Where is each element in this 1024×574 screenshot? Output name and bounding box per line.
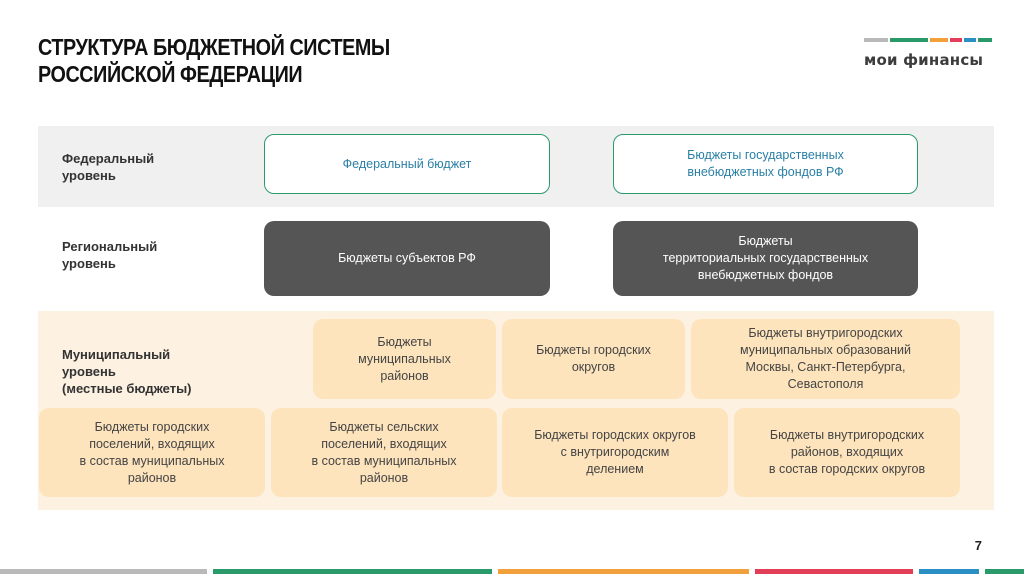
state-funds-box: Бюджеты государственных внебюджетных фон… [613,134,918,194]
federal-budget-box: Федеральный бюджет [264,134,550,194]
regional-level-line2: уровень [62,256,116,271]
logo: мои финансы [864,38,992,69]
logo-stripe-orange [930,38,948,42]
footer-stripe-green [213,569,492,574]
box-line: Бюджеты городских [536,343,651,357]
logo-stripe-green2 [978,38,992,42]
intracity-districts-box: Бюджеты внутригородских районов, входящи… [734,408,960,497]
box-line: округов [571,360,616,374]
box-line: Бюджеты городских [94,419,210,434]
logo-stripe-green [890,38,928,42]
box-line: Бюджеты [377,334,432,349]
logo-stripe-grey [864,38,888,42]
box-line: внебюджетных фондов [697,268,834,282]
box-line: поселений, входящих [321,436,447,451]
box-line: Бюджеты внутригородских [769,428,925,442]
subject-budgets-box: Бюджеты субъектов РФ [264,221,550,296]
box-line: Бюджеты сельских [329,419,439,434]
municipal-level-line1: Муниципальный [62,347,171,362]
page-title-line1: СТРУКТУРА БЮДЖЕТНОЙ СИСТЕМЫ [38,34,390,60]
box-line: Бюджеты городских округов [534,428,696,442]
box-line: поселений, входящих [89,436,215,451]
footer-stripe-orange [497,569,750,574]
box-line: районов, входящих [790,445,904,459]
box-line: Бюджеты субъектов РФ [338,251,476,265]
box-line: муниципальных образований [740,343,911,357]
footer-stripe-green2 [984,569,1024,574]
box-line: Бюджеты внутригородских [748,326,903,340]
page-title: СТРУКТУРА БЮДЖЕТНОЙ СИСТЕМЫ РОССИЙСКОЙ Ф… [38,34,399,88]
municipal-districts-box: Бюджеты муниципальных районов [313,319,496,399]
box-line: Москвы, Санкт-Петербурга, [745,360,906,374]
box-line: в состав городских округов [768,462,926,476]
box-line: с внутригородским [560,445,670,459]
box-line: в состав муниципальных [311,453,457,468]
logo-stripe-red [950,38,962,42]
federal-level-line2: уровень [62,168,116,183]
municipal-level-label: Муниципальный уровень (местные бюджеты) [62,346,192,397]
urban-districts-divided-box: Бюджеты городских округов с внутригородс… [502,408,728,497]
box-line: территориальных государственных [662,251,869,265]
regional-level-line1: Региональный [62,239,158,254]
box-line: муниципальных [358,351,451,366]
logo-stripe-blue [964,38,976,42]
box-line: внебюджетных фондов РФ [687,165,844,179]
regional-level-label: Региональный уровень [62,238,157,272]
box-line: районов [127,470,177,485]
box-line: делением [586,462,644,476]
footer-stripe-grey [0,569,208,574]
page-number: 7 [974,538,982,553]
box-line: Бюджеты государственных [687,148,844,162]
page-title-line2: РОССИЙСКОЙ ФЕДЕРАЦИИ [38,61,303,87]
logo-text: мои финансы [864,51,984,69]
footer-stripe-blue [919,569,979,574]
box-line: районов [380,368,429,383]
box-line: районов [359,470,409,485]
federal-level-line1: Федеральный [62,151,155,166]
territorial-funds-box: Бюджеты территориальных государственных … [613,221,918,296]
box-line: Федеральный бюджет [342,156,472,171]
box-line: Бюджеты [738,234,793,248]
box-line: в состав муниципальных [79,453,225,468]
box-line: Севастополя [787,377,864,391]
urban-settlements-box: Бюджеты городских поселений, входящих в … [39,408,265,497]
federal-level-label: Федеральный уровень [62,150,154,184]
intracity-formations-box: Бюджеты внутригородских муниципальных об… [691,319,960,399]
municipal-level-line2: уровень [62,364,116,379]
footer-stripe-red [755,569,914,574]
rural-settlements-box: Бюджеты сельских поселений, входящих в с… [271,408,497,497]
footer-stripe [0,569,1024,574]
urban-districts-box: Бюджеты городских округов [502,319,685,399]
municipal-level-line3: (местные бюджеты) [62,381,192,396]
logo-stripe [864,38,992,42]
